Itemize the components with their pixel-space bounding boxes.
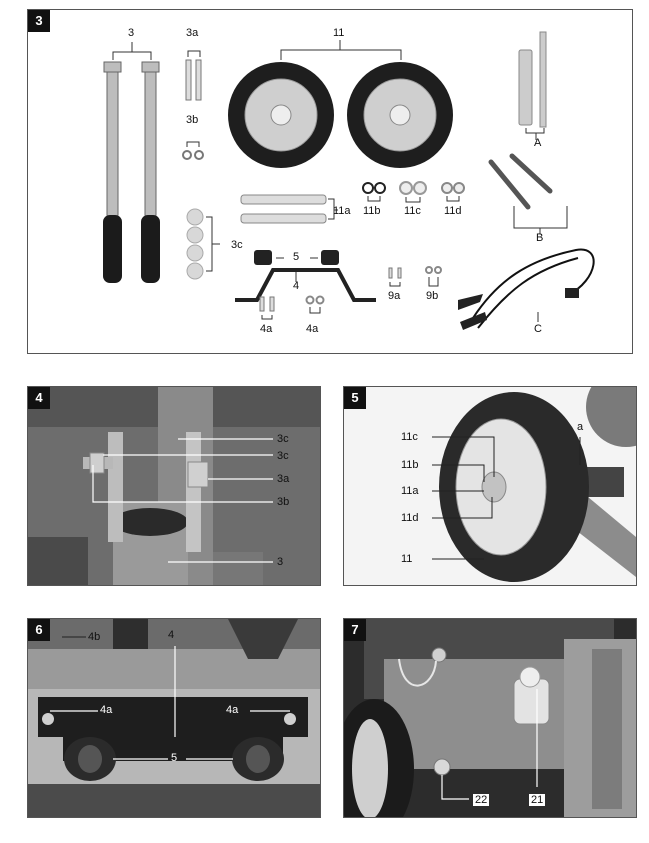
- figure-number: 4: [28, 387, 50, 409]
- label-11d: 11d: [444, 205, 462, 217]
- callout-11a: 11a: [401, 485, 419, 497]
- figure-4-panel: 4 3c 3c 3a 3b 3: [27, 386, 321, 586]
- label-4: 4: [293, 280, 300, 292]
- handle-part-3: [103, 61, 160, 219]
- label-4a-right: 4a: [226, 704, 239, 716]
- figure-7-panel: 7 22 21: [343, 618, 637, 818]
- label-4a-nuts: 4a: [306, 323, 319, 335]
- callout-11b: 11b: [401, 459, 419, 471]
- label-11b: 11b: [363, 205, 381, 217]
- figure-6-panel: 6 4 4b 4a 4a 5: [27, 618, 321, 818]
- label-3: 3: [128, 27, 135, 39]
- label-3a: 3a: [186, 27, 199, 39]
- callout-3: 3: [277, 556, 284, 568]
- label-4a-left: 4a: [100, 704, 113, 716]
- label-22: 22: [473, 794, 490, 806]
- label-11a: 11a: [333, 205, 351, 217]
- label-21: 21: [529, 794, 546, 806]
- label-C: C: [534, 323, 542, 335]
- parts-overview-drawing: [103, 31, 595, 330]
- label-11: 11: [333, 27, 345, 39]
- handle-mount-photo: [28, 387, 320, 585]
- figure-number: 3: [28, 10, 50, 32]
- oil-fill-drain-photo: [344, 619, 636, 817]
- figure-number: 7: [344, 619, 366, 641]
- figure-number: 6: [28, 619, 50, 641]
- callout-3c-lower: 3c: [277, 450, 289, 462]
- label-3b: 3b: [186, 114, 199, 126]
- wheel-mount-photo: [344, 387, 636, 585]
- label-9b: 9b: [426, 290, 439, 302]
- foot-bracket-photo: [28, 619, 320, 817]
- label-5: 5: [171, 752, 178, 764]
- callout-11c: 11c: [401, 431, 418, 443]
- figure-number: 5: [344, 387, 366, 409]
- handle-grips: [103, 215, 160, 283]
- label-5: 5: [293, 251, 300, 263]
- figure-3-panel: 3: [27, 9, 633, 354]
- label-9a: 9a: [388, 290, 401, 302]
- callout-3c-upper: 3c: [277, 433, 289, 445]
- label-B: B: [536, 232, 544, 244]
- label-A: A: [534, 137, 542, 149]
- label-11c: 11c: [404, 205, 421, 217]
- callout-11d: 11d: [401, 512, 419, 524]
- callout-3b: 3b: [277, 496, 290, 508]
- wheel-right: [347, 62, 453, 168]
- callout-a: a: [577, 421, 584, 433]
- label-3c: 3c: [231, 239, 243, 251]
- callout-11: 11: [401, 553, 413, 565]
- callout-3a: 3a: [277, 473, 290, 485]
- label-4b: 4b: [88, 631, 101, 643]
- label-4: 4: [168, 629, 175, 641]
- label-4a-screws: 4a: [260, 323, 273, 335]
- figure-5-panel: 5 11c 11b 11a 11d 11 a: [343, 386, 637, 586]
- wheel-left: [228, 62, 334, 168]
